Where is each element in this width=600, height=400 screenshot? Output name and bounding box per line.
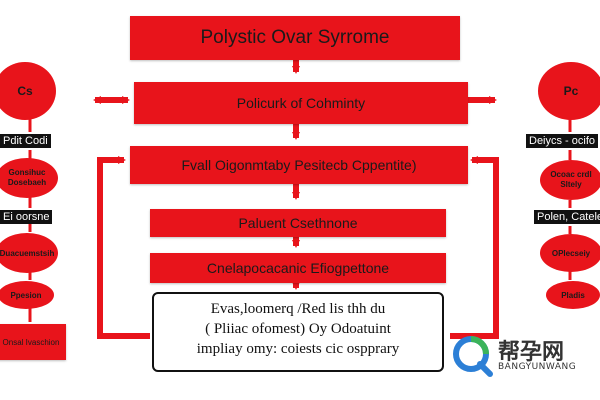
- flow-box-5-text: Cnelapocacanic Efiogpettone: [206, 260, 390, 276]
- left-circle-3: Duacuemstsih: [0, 233, 58, 273]
- right-circle-3: OPlecseiy: [540, 234, 600, 272]
- note-line-1: Evas,loomerq /Red lis thh du: [210, 301, 386, 317]
- title-box: Polystic Ovar Syrrome: [130, 16, 460, 60]
- left-circle-4-text: Ppesion: [10, 290, 42, 300]
- left-circle-top: Cs: [0, 62, 56, 120]
- flow-box-3-text: Fvall Oigonmtaby Pesitecb Cppentite): [181, 157, 417, 173]
- watermark-logo-icon: [453, 336, 493, 377]
- flow-box-4: Paluent Csethnone: [150, 209, 446, 237]
- right-circle-3-text: OPlecseiy: [551, 248, 591, 258]
- watermark: 帮孕网 BANGYUNWANG: [448, 330, 588, 380]
- flow-box-3: Fvall Oigonmtaby Pesitecb Cppentite): [130, 146, 468, 184]
- right-circle-top: Pc: [538, 62, 600, 120]
- note-line-3: impliay omy: coiests cic ospprary: [196, 341, 400, 357]
- left-circle-top-text: Cs: [17, 84, 33, 98]
- left-tag-2: Ei oorsne: [0, 210, 53, 224]
- right-circle-2-text: Ocoac crdl Sltely: [550, 170, 592, 189]
- left-circle-4: Ppesion: [0, 281, 54, 309]
- left-loop-line: [97, 156, 150, 339]
- left-circle-2-text: Gonsihuc Dosebaeh: [7, 168, 47, 187]
- right-tag-2: Polen, Catele: [534, 210, 600, 224]
- left-tag-1: Pdit Codi: [0, 134, 51, 148]
- left-bottom-box-text: Onsal Ivaschion: [2, 337, 60, 347]
- flow-box-4-text: Paluent Csethnone: [238, 215, 358, 231]
- right-circle-4-text: Pladis: [561, 290, 585, 300]
- title-text: Polystic Ovar Syrrome: [200, 27, 390, 48]
- right-circle-2: Ocoac crdl Sltely: [540, 160, 600, 200]
- watermark-cn: 帮孕网: [498, 340, 565, 365]
- left-circle-3-text: Duacuemstsih: [0, 248, 55, 258]
- left-circle-2: Gonsihuc Dosebaeh: [0, 158, 58, 198]
- flow-box-5: Cnelapocacanic Efiogpettone: [150, 253, 446, 283]
- right-tag-1: Deiycs - ocifo: [526, 134, 599, 148]
- right-loop-line: [450, 156, 499, 339]
- flow-box-2: Policurk of Cohminty: [134, 82, 468, 124]
- flow-box-2-text: Policurk of Cohminty: [236, 95, 366, 111]
- note-line-2: ( Pliiac ofomest) Oy Odoatuint: [205, 321, 391, 337]
- watermark-en: BANGYUNWANG: [498, 362, 577, 372]
- right-circle-top-text: Pc: [563, 84, 579, 98]
- left-bottom-box: Onsal Ivaschion: [0, 324, 66, 360]
- right-circle-4: Pladis: [546, 281, 600, 309]
- note-box: Evas,loomerq /Red lis thh du ( Pliiac of…: [152, 292, 444, 372]
